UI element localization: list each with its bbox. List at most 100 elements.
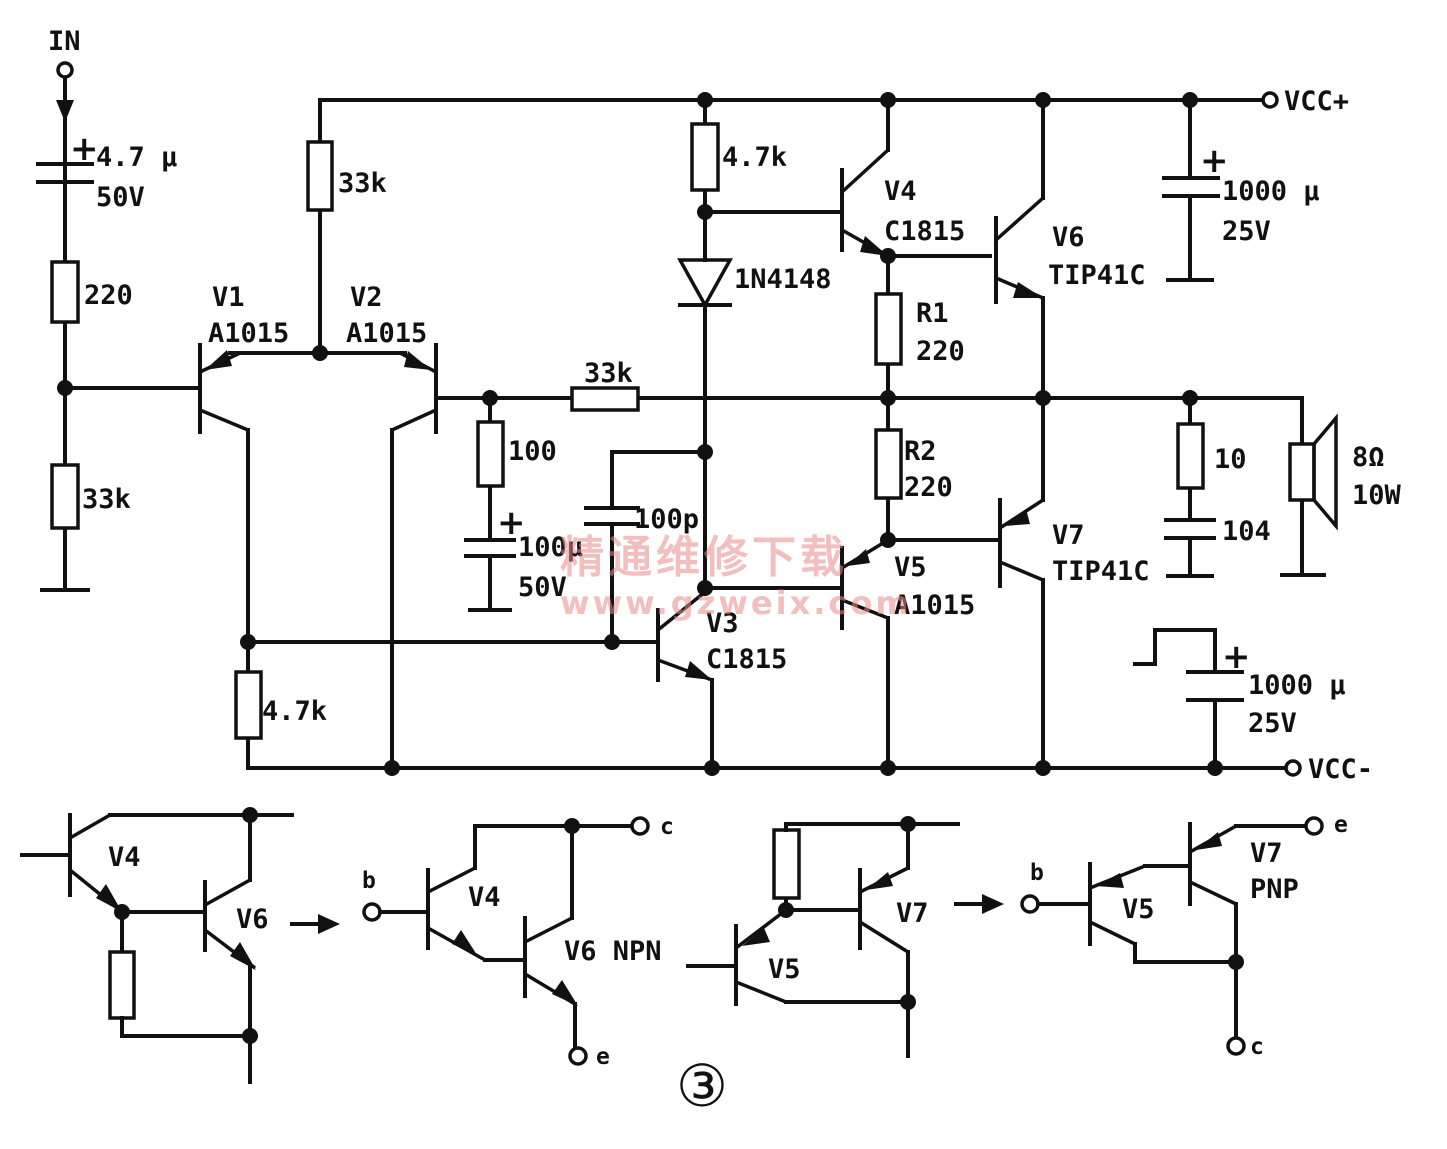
terminal-vcc-neg [1284, 759, 1302, 777]
resistors [50, 122, 1205, 740]
label-spk-imp: 8Ω [1352, 442, 1385, 473]
eq4-label-b: b [1030, 860, 1044, 886]
figure-number: ③ [676, 1052, 728, 1120]
arrow-icon-1 [290, 914, 340, 934]
eq4-label-v5: V5 [1122, 894, 1155, 925]
capacitor-c-fb [464, 538, 516, 558]
capacitor-c-zobel [1164, 518, 1216, 540]
resistor-r-100 [476, 420, 505, 488]
label-c-100p: 100p [634, 504, 699, 535]
label-v2-type: A1015 [346, 318, 427, 349]
equiv-compound-pnp-original: V5 V7 [686, 816, 960, 1058]
diode-1n4148 [677, 258, 733, 309]
label-r2-value: 220 [904, 472, 953, 503]
eq1-label-v4: V4 [108, 842, 141, 873]
label-r-47k-bot: 4.7k [262, 696, 327, 727]
capacitors [36, 162, 1244, 702]
transistor-v2 [391, 343, 438, 434]
eq2-label-c: c [660, 814, 674, 840]
label-v3: V3 [706, 608, 739, 639]
plus-c-in: + [70, 129, 99, 169]
eq4-label-pnp: PNP [1250, 874, 1299, 905]
label-v1: V1 [212, 282, 245, 313]
eq3-label-v7: V7 [896, 898, 929, 929]
terminals [56, 61, 1302, 777]
junction-dots [57, 92, 1223, 776]
resistor-r1 [874, 292, 903, 366]
resistor-r-bias [50, 463, 80, 530]
equiv-darlington-npn-original: V4 V6 [20, 807, 294, 1084]
label-v5: V5 [894, 552, 927, 583]
capacitor-c-neg [1186, 670, 1244, 702]
capacitor-c-in [36, 162, 94, 184]
arrow-icon-2 [954, 894, 1004, 914]
resistor-r-top [306, 140, 334, 212]
transistor-v4 [840, 148, 890, 258]
transistors [198, 148, 1045, 682]
label-c-zobel: 104 [1222, 516, 1271, 547]
label-c-neg-voltage: 25V [1248, 708, 1297, 739]
transistor-v7 [998, 498, 1044, 588]
label-v2: V2 [350, 282, 383, 313]
terminal-in [56, 61, 74, 79]
label-c-pos-value: 1000 μ [1222, 176, 1320, 207]
label-v5-type: A1015 [894, 590, 975, 621]
label-r-100: 100 [508, 436, 557, 467]
label-r-in: 220 [84, 280, 133, 311]
label-r-bias: 33k [82, 484, 131, 515]
plus-c-fb: + [497, 503, 526, 543]
transistor-v1 [198, 343, 249, 434]
label-v3-type: C1815 [706, 644, 787, 675]
label-r-top: 33k [338, 168, 387, 199]
resistor-r2 [874, 428, 903, 500]
eq2-label-v4: V4 [468, 882, 501, 913]
label-v7: V7 [1052, 520, 1085, 551]
terminal-vcc-pos [1261, 91, 1279, 109]
label-v4: V4 [884, 176, 917, 207]
label-r1: R1 [916, 298, 949, 329]
eq4-label-c: c [1250, 1034, 1264, 1060]
input-arrow-icon [56, 100, 74, 122]
eq2-label-v6-npn: V6 NPN [564, 936, 662, 967]
label-v6-type: TIP41C [1048, 260, 1146, 291]
eq2-label-b: b [362, 868, 376, 894]
label-c-fb-voltage: 50V [518, 572, 567, 603]
wires [63, 76, 1326, 770]
transistor-v3 [656, 590, 713, 682]
label-c-in-voltage: 50V [96, 182, 145, 213]
equiv-darlington-npn: b c e V4 V6 NPN [362, 814, 674, 1070]
component-labels: IN VCC+ VCC- + 4.7 μ 50V 220 33k 33k V1 … [48, 26, 1402, 785]
label-vcc-neg: VCC- [1308, 754, 1373, 785]
watermark: 精通维修下载 www.gzweix.com [560, 532, 912, 622]
label-r-fb: 33k [584, 358, 633, 389]
label-spk-pow: 10W [1352, 480, 1402, 511]
resistor-r-47k-bot [234, 670, 263, 740]
label-v1-type: A1015 [208, 318, 289, 349]
eq2-label-e: e [596, 1044, 610, 1070]
resistor-r-zobel [1176, 422, 1205, 490]
label-r-zobel: 10 [1214, 444, 1247, 475]
plus-c-neg: + [1222, 637, 1251, 677]
label-in: IN [48, 26, 81, 57]
watermark-cn: 精通维修下载 [560, 532, 848, 583]
capacitor-c-pos [1162, 176, 1220, 198]
watermark-url: www.gzweix.com [560, 584, 912, 622]
equiv-compound-pnp: b e c V5 V7 PNP [1020, 812, 1348, 1060]
eq4-label-v7: V7 [1250, 838, 1283, 869]
resistor-r-47k-top [690, 122, 720, 192]
label-v6: V6 [1052, 222, 1085, 253]
label-r1-value: 220 [916, 336, 965, 367]
label-c-fb-value: 100μ [518, 532, 583, 563]
label-v7-type: TIP41C [1052, 556, 1150, 587]
label-diode: 1N4148 [734, 264, 832, 295]
resistor-r-in [50, 260, 80, 324]
transistor-v5 [840, 538, 889, 630]
label-vcc-pos: VCC+ [1284, 86, 1349, 117]
label-r-47k-top: 4.7k [722, 142, 787, 173]
label-v4-type: C1815 [884, 216, 965, 247]
resistor-r-fb [570, 386, 640, 412]
capacitor-c-100p [584, 506, 640, 526]
eq1-label-v6: V6 [236, 904, 269, 935]
eq4-label-e: e [1334, 812, 1348, 838]
